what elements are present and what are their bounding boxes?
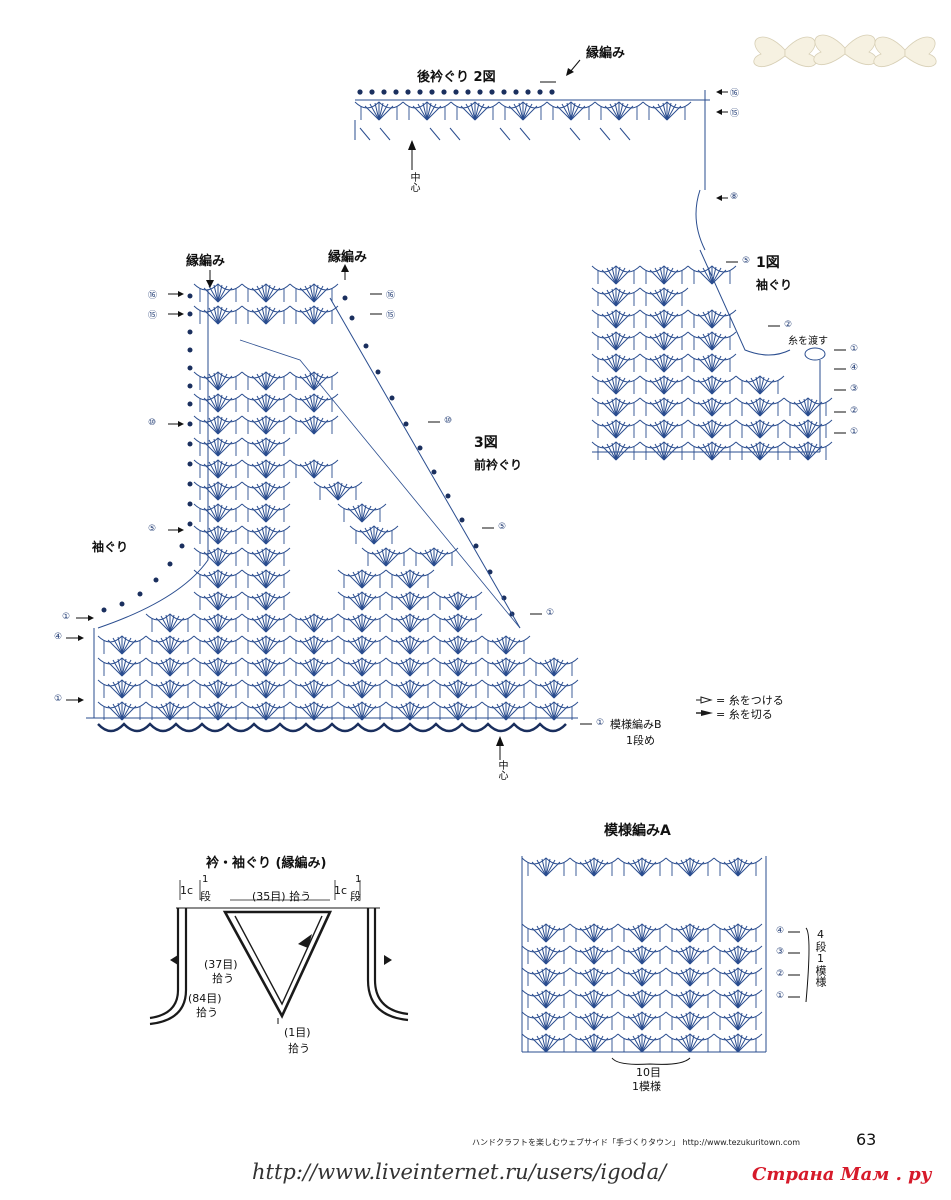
front-left-row-1a: ① (62, 612, 71, 622)
schematic-bottom-pick: 拾う (288, 1042, 310, 1055)
fig1-row-1-top: ① (850, 344, 859, 354)
edge-bullet-stitch (381, 89, 387, 95)
schematic-left-c: 1c (180, 884, 194, 897)
edge-bullet-stitch (453, 89, 459, 95)
front-left-row-5: ⑤ (148, 524, 157, 534)
schematic-right-dan: 段 (350, 890, 361, 903)
schematic-bottom-count: (1目) (284, 1026, 311, 1039)
edge-bullet-stitch (501, 89, 507, 95)
schematic-right-c: 1c (334, 884, 348, 897)
front-left-row-10: ⑩ (148, 418, 157, 428)
edge-bullet-stitch (489, 89, 495, 95)
fig1-row-4: ④ (850, 363, 859, 373)
pattern-a-row-3: ③ (776, 947, 785, 957)
footer-credit: ハンドクラフトを楽しむウェブサイド「手づくりタウン」 http://www.te… (472, 1138, 801, 1147)
edge-bullet-stitch (513, 89, 519, 95)
fig1-row-2-top: ② (784, 320, 793, 330)
fig1-title: 1図 (756, 255, 780, 271)
border-pattern-label: 模様編みB (610, 718, 662, 731)
front-left-row-4: ④ (54, 632, 63, 642)
fig3-subtitle: 前衿ぐり (474, 458, 523, 472)
edge-bullet-stitch (477, 89, 483, 95)
schematic-left-dan-num: 1 (202, 874, 209, 885)
pattern-a-chart (521, 856, 810, 1065)
schematic-left-dan: 段 (200, 890, 211, 903)
fig1-subtitle: 袖ぐり (756, 278, 793, 292)
border-row-num: ① (596, 718, 605, 728)
page-number: 63 (856, 1130, 877, 1149)
fig1-row-1: ① (850, 427, 859, 437)
edge-bullet-stitch (429, 89, 435, 95)
schematic-mid-count: (37目) (204, 958, 238, 971)
border-row-label: 1段め (626, 734, 655, 747)
schematic-right-dan-num: 1 (355, 874, 362, 885)
front-center-label: 中心 (496, 760, 507, 780)
fig1-row-5: ⑤ (742, 256, 751, 266)
legend-cut-label: = 糸を切る (716, 708, 773, 721)
schematic-top-count: (35目) 拾う (252, 890, 312, 903)
front-right-row-1: ① (546, 608, 555, 618)
schematic-title: 衿・袖ぐり (縁編み) (206, 856, 327, 871)
butterfly-decoration-icon (753, 34, 937, 67)
front-right-row-15: ⑮ (386, 311, 396, 321)
edge-bullet-stitch (465, 89, 471, 95)
legend-symbols (696, 696, 713, 716)
schematic-mid-pick: 拾う (212, 972, 234, 985)
edge-bullet-stitch (525, 89, 531, 95)
front-left-row-1b: ① (54, 694, 63, 704)
legend-attach-label: = 糸をつける (716, 694, 784, 707)
back-neck-row-16: ⑯ (730, 89, 740, 99)
watermark-liveinternet[interactable]: http://www.liveinternet.ru/users/igoda/ (252, 1160, 667, 1184)
back-neck-row-8: ⑧ (730, 192, 739, 202)
schematic-arrows (170, 934, 392, 1024)
edge-bullet-stitch (549, 89, 555, 95)
schematic-side-count: (84目) (188, 992, 222, 1005)
figure-1-chart (592, 249, 846, 460)
edge-bullet-stitch (417, 89, 423, 95)
edge-bullet-stitch (369, 89, 375, 95)
pattern-a-bottom-label: 1模様 (632, 1080, 661, 1093)
fig3-title: 3図 (474, 435, 498, 451)
back-neck-row-15: ⑮ (730, 109, 740, 119)
pattern-a-repeat-label: 4段1模様 (814, 928, 827, 987)
fig1-row-2: ② (850, 406, 859, 416)
edge-bullet-stitch (357, 89, 363, 95)
front-armhole-label: 袖ぐり (92, 540, 129, 554)
back-neck-title: 後衿ぐり 2図 (417, 70, 496, 85)
front-body-chart (66, 264, 592, 760)
pattern-a-row-1: ① (776, 991, 785, 1001)
front-left-row-16: ⑯ (148, 291, 158, 301)
front-left-row-15: ⑮ (148, 311, 158, 321)
edge-bullet-stitch (441, 89, 447, 95)
front-right-row-10: ⑩ (444, 416, 453, 426)
schematic-side-pick: 拾う (196, 1006, 218, 1019)
pattern-a-bottom-count: 10目 (636, 1066, 661, 1079)
back-neck-center-label: 中心 (408, 172, 419, 192)
front-right-row-16: ⑯ (386, 291, 396, 301)
edge-bullet-stitch (537, 89, 543, 95)
edge-bullet-stitch (393, 89, 399, 95)
watermark-stranamam[interactable]: Страна Мам . ру (752, 1164, 932, 1185)
back-neck-edge-label: 縁編み (586, 46, 626, 61)
pattern-a-title: 模様編みA (604, 823, 671, 839)
fig1-row-3: ③ (850, 384, 859, 394)
fig1-thread-label: 糸を渡す (788, 336, 828, 347)
front-right-row-5: ⑤ (498, 522, 507, 532)
pattern-a-row-2: ② (776, 969, 785, 979)
front-edge-label-left: 縁編み (186, 254, 226, 269)
front-edge-label-right: 縁編み (328, 250, 368, 265)
pattern-a-row-4: ④ (776, 926, 785, 936)
back-neck-chart (354, 59, 728, 251)
edge-bullet-stitch (405, 89, 411, 95)
